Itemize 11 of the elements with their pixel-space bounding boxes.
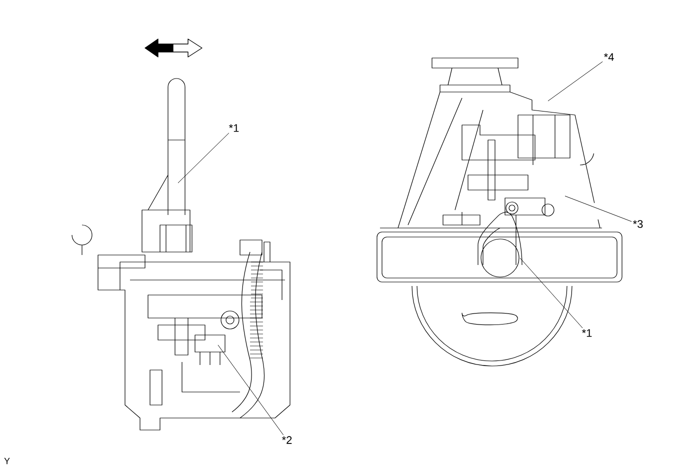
leader-line — [178, 132, 230, 184]
leader-line — [548, 61, 603, 102]
callout-number: *2 — [282, 436, 292, 444]
callout-number: *3 — [632, 220, 643, 228]
view-label: Y — [4, 458, 10, 464]
leader-line — [520, 258, 583, 328]
leader-line — [564, 196, 632, 222]
callout-number: *1 — [228, 124, 239, 132]
callout-number: *1 — [582, 329, 592, 337]
leader-line — [218, 344, 284, 436]
callout-number: *4 — [604, 53, 614, 61]
